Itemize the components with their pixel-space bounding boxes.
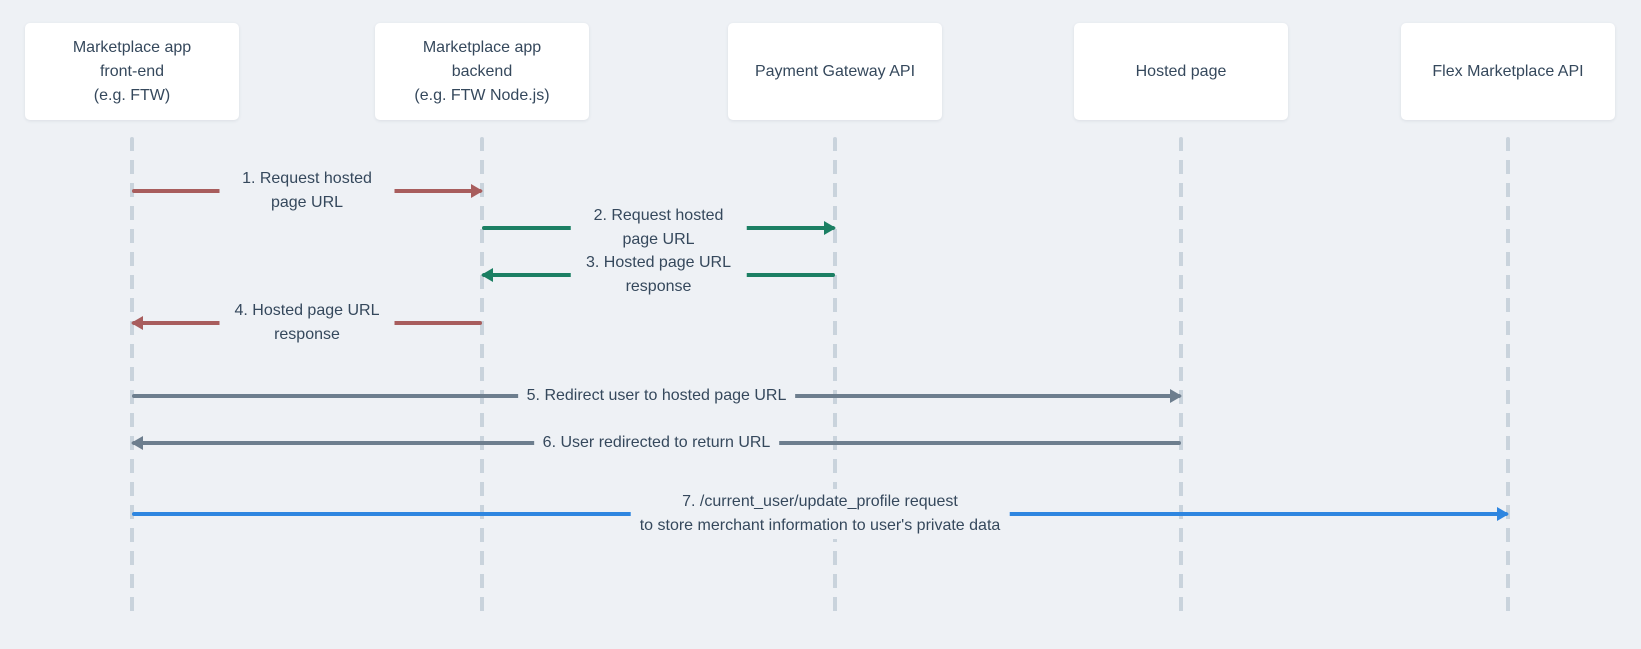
message-label: 6. User redirected to return URL — [533, 430, 780, 456]
actor-box-hosted-page: Hosted page — [1074, 23, 1288, 120]
message-label: 3. Hosted page URL response — [570, 250, 747, 300]
lifeline-hosted-page — [1179, 137, 1183, 618]
message-label: 2. Request hosted page URL — [570, 203, 747, 253]
actor-label: Marketplace app front-end (e.g. FTW) — [72, 38, 192, 104]
actor-box-marketplace-app-front-end: Marketplace app front-end (e.g. FTW) — [25, 23, 239, 120]
actor-label: Flex Marketplace API — [1432, 62, 1584, 80]
arrowhead-right-icon — [1170, 389, 1182, 403]
arrowhead-right-icon — [1497, 507, 1509, 521]
message-label: 5. Redirect user to hosted page URL — [517, 383, 796, 409]
arrowhead-left-icon — [481, 268, 493, 282]
arrowhead-right-icon — [824, 221, 836, 235]
lifeline-payment-gateway-api — [833, 137, 837, 618]
arrowhead-left-icon — [131, 316, 143, 330]
arrowhead-right-icon — [471, 184, 483, 198]
lifeline-marketplace-app-backend — [480, 137, 484, 618]
arrowhead-left-icon — [131, 436, 143, 450]
actor-label: Marketplace app backend (e.g. FTW Node.j… — [414, 38, 550, 104]
actor-box-payment-gateway-api: Payment Gateway API — [728, 23, 942, 120]
actor-label: Payment Gateway API — [754, 62, 916, 80]
lifeline-marketplace-app-front-end — [130, 137, 134, 618]
lifeline-flex-marketplace-api — [1506, 137, 1510, 618]
message-label: 7. /current_user/update_profile request … — [630, 489, 1010, 539]
message-label: 1. Request hosted page URL — [219, 166, 395, 216]
actor-box-marketplace-app-backend: Marketplace app backend (e.g. FTW Node.j… — [375, 23, 589, 120]
message-label: 4. Hosted page URL response — [219, 298, 395, 348]
actor-box-flex-marketplace-api: Flex Marketplace API — [1401, 23, 1615, 120]
actor-label: Hosted page — [1135, 62, 1227, 80]
